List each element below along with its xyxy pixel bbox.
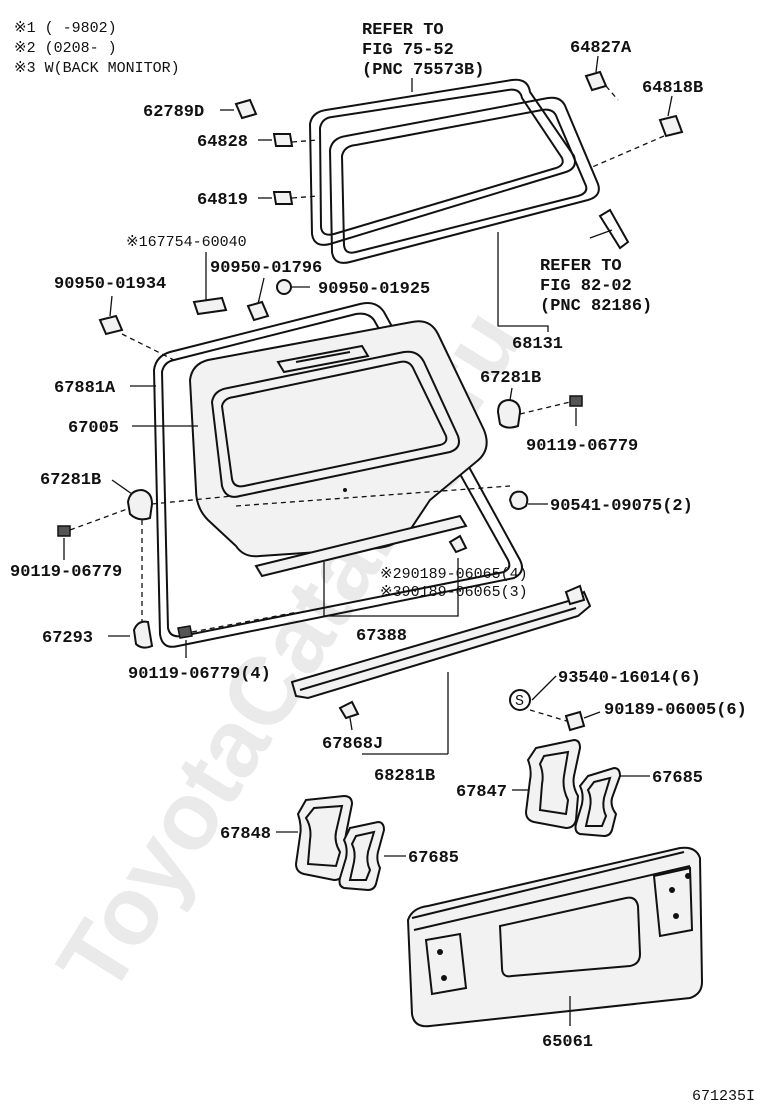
refer-fig-75-line1: REFER TO <box>362 21 444 40</box>
refer-fig-82-line1: REFER TO <box>540 257 622 276</box>
stopper-67281b-left <box>126 488 154 521</box>
clip-64827a <box>584 70 608 92</box>
clip-64818b <box>658 114 684 138</box>
label-93540-16014: 93540-16014(6) <box>558 669 701 688</box>
note-1: ※1 ( -9802) <box>14 20 117 37</box>
label-67005: 67005 <box>68 419 119 438</box>
label-67281b-right: 67281B <box>480 369 541 388</box>
label-64828: 64828 <box>197 133 248 152</box>
label-90541-09075: 90541-09075(2) <box>550 497 693 516</box>
grommet-90950-01934 <box>98 314 124 336</box>
refer-fig-82-line3: (PNC 82186) <box>540 297 652 316</box>
clip-90189-06065 <box>448 534 468 554</box>
label-68281b: 68281B <box>374 767 435 786</box>
back-door-panel-67005 <box>188 320 488 558</box>
seal-67847 <box>524 738 582 830</box>
label-90119-06779-right: 90119-06779 <box>526 437 638 456</box>
stopper-67281b-right <box>496 398 522 429</box>
weatherstrip-67881a <box>152 302 523 648</box>
label-67293: 67293 <box>42 629 93 648</box>
label-90950-01934: 90950-01934 <box>54 275 166 294</box>
label-67847: 67847 <box>456 783 507 802</box>
refer-fig-82-line2: FIG 82-02 <box>540 277 632 296</box>
label-67685-right: 67685 <box>652 769 703 788</box>
s-marker <box>509 689 531 711</box>
label-90119-06779-left: 90119-06779 <box>10 563 122 582</box>
stopper-67293 <box>132 620 154 649</box>
clip-67868j <box>338 700 360 720</box>
refer-fig-75-line2: FIG 75-52 <box>362 41 454 60</box>
label-64827a: 64827A <box>570 39 632 58</box>
figure-code: 671235I <box>692 1088 755 1105</box>
garnish-strip-67388 <box>254 514 468 578</box>
bumper-90541-09075 <box>508 490 529 510</box>
back-door-lower-panel-65061 <box>406 846 704 1028</box>
label-67388: 67388 <box>356 627 407 646</box>
label-62789d: 62789D <box>143 103 204 122</box>
refer-fig-75-line3: (PNC 75573B) <box>362 61 484 80</box>
clip-64828 <box>272 133 294 147</box>
label-67754-60040: ※167754-60040 <box>126 234 247 251</box>
window-glass-outer <box>308 78 576 246</box>
label-90189-06065-3: ※390189-06065(3) <box>380 584 528 601</box>
seal-67754 <box>192 296 228 316</box>
pad-67685-right <box>574 766 622 838</box>
label-90950-01925: 90950-01925 <box>318 280 430 299</box>
label-90950-01796: 90950-01796 <box>210 259 322 278</box>
label-90189-06005: 90189-06005(6) <box>604 701 747 720</box>
label-67868j: 67868J <box>322 735 383 754</box>
clip-64819 <box>272 191 294 205</box>
grommet-90950-01925 <box>276 279 292 295</box>
window-glass-inner <box>328 96 600 264</box>
clip-90189-06005 <box>564 710 586 732</box>
label-67281b-left: 67281B <box>40 471 101 490</box>
label-67848: 67848 <box>220 825 271 844</box>
note-2: ※2 (0208- ) <box>14 40 117 57</box>
label-67685-left: 67685 <box>408 849 459 868</box>
label-68131: 68131 <box>512 335 563 354</box>
trim-rail-68281b <box>290 584 592 700</box>
label-90119-06779-4: 90119-06779(4) <box>128 665 271 684</box>
label-65061: 65061 <box>542 1033 593 1052</box>
label-67881a: 67881A <box>54 379 116 398</box>
bolt-90119-06779-left <box>57 525 71 537</box>
s-marker-letter: S <box>515 693 524 710</box>
label-64818b: 64818B <box>642 79 703 98</box>
washer-nozzle <box>598 208 630 250</box>
label-90189-06065-4: ※290189-06065(4) <box>380 566 528 583</box>
bolt-90119-06779-right <box>569 395 583 407</box>
grommet-90950-01796 <box>246 300 270 322</box>
clip-62789d <box>234 98 258 120</box>
pad-67685-left <box>338 820 386 892</box>
note-3: ※3 W(BACK MONITOR) <box>14 60 180 77</box>
label-64819: 64819 <box>197 191 248 210</box>
bolt-90119-06779-4 <box>177 625 193 639</box>
